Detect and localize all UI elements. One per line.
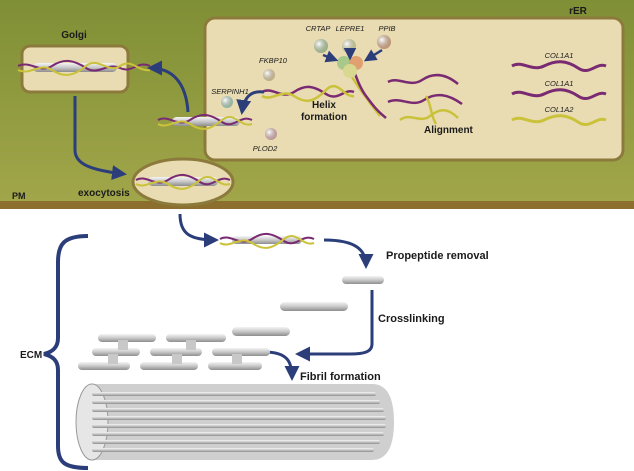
gene-plod2: PLOD2	[253, 144, 278, 153]
procollagen-extracellular	[219, 233, 315, 249]
enzyme-plod2	[265, 128, 277, 140]
label-fibril-formation: Fibril formation	[300, 371, 381, 383]
gene-col1a1-a: COL1A1	[545, 51, 574, 60]
ecm-brace	[43, 234, 89, 470]
enzyme-crtap	[314, 39, 328, 53]
enzyme-serpinh1	[221, 96, 233, 108]
arrow-to-fibril-formation	[263, 350, 300, 381]
gene-lepre1: LEPRE1	[336, 24, 365, 33]
crosslinked-network	[78, 334, 270, 370]
col1a1-chain-b	[511, 88, 607, 100]
label-alignment: Alignment	[424, 125, 474, 136]
tropocollagen-rod-3	[232, 327, 290, 336]
label-exocytosis: exocytosis	[78, 188, 130, 199]
enzyme-ppib	[377, 35, 391, 49]
collagen-fibril	[75, 383, 394, 461]
arrow-to-propeptide-removal	[323, 238, 374, 269]
tropocollagen-rod-2	[280, 302, 348, 311]
gene-fkbp10: FKBP10	[259, 56, 288, 65]
rer-compartment	[203, 16, 625, 162]
label-rer: rER	[569, 6, 588, 17]
label-formation: formation	[301, 112, 347, 123]
arrow-golgi-to-vesicle	[73, 96, 127, 181]
arrow-vesicle-to-ecm	[178, 213, 219, 248]
procollagen-golgi	[17, 60, 151, 76]
arrow-to-crosslinking	[295, 290, 374, 362]
tropocollagen-rod	[342, 276, 384, 284]
enzyme-fkbp10	[263, 69, 275, 81]
gene-col1a2: COL1A2	[545, 105, 575, 114]
gene-col1a1-b: COL1A1	[545, 79, 574, 88]
label-propeptide-removal: Propeptide removal	[386, 250, 489, 262]
procollagen-vesicle	[135, 174, 231, 190]
gene-serpinh1: SERPINH1	[211, 87, 249, 96]
arrow-crtap	[322, 50, 339, 63]
plasma-membrane	[0, 201, 634, 209]
gene-ppib: PPIB	[378, 24, 395, 33]
label-pm: PM	[12, 191, 26, 201]
label-ecm: ECM	[20, 350, 42, 361]
aligning-strands	[387, 73, 463, 125]
arrow-ppib	[363, 48, 383, 62]
gene-crtap: CRTAP	[306, 24, 331, 33]
arrow-helix-to-exit	[236, 90, 265, 115]
enzyme-lepre1	[342, 39, 356, 53]
procollagen-rer-exit	[157, 114, 253, 130]
label-golgi: Golgi	[61, 30, 87, 41]
col1a1-chain-a	[511, 60, 607, 72]
label-helix: Helix	[312, 100, 336, 111]
col1a2-chain	[511, 114, 607, 126]
arrow-rer-to-golgi	[147, 60, 190, 113]
label-crosslinking: Crosslinking	[378, 313, 445, 325]
